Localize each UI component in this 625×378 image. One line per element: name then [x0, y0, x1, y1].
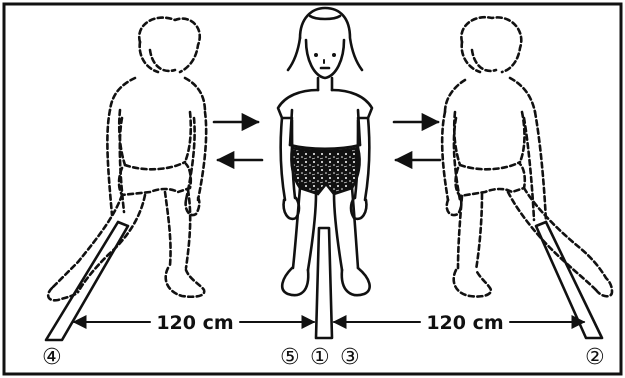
- distance-label-right: 120 cm: [426, 312, 503, 334]
- marker-center-3: ③: [340, 345, 360, 370]
- measurement-left: 120 cm: [74, 312, 314, 334]
- marker-center-1: ⑤: [280, 345, 300, 370]
- marker-center-2: ①: [310, 345, 330, 370]
- right-figure: [442, 17, 612, 296]
- distance-label-left: 120 cm: [156, 312, 233, 334]
- center-stick: [316, 228, 332, 338]
- center-shorts: [291, 148, 359, 194]
- marker-right: ②: [585, 345, 605, 370]
- left-figure: [48, 18, 206, 301]
- center-figure: [278, 8, 372, 295]
- marker-left: ④: [42, 345, 62, 370]
- measurement-right: 120 cm: [334, 312, 584, 334]
